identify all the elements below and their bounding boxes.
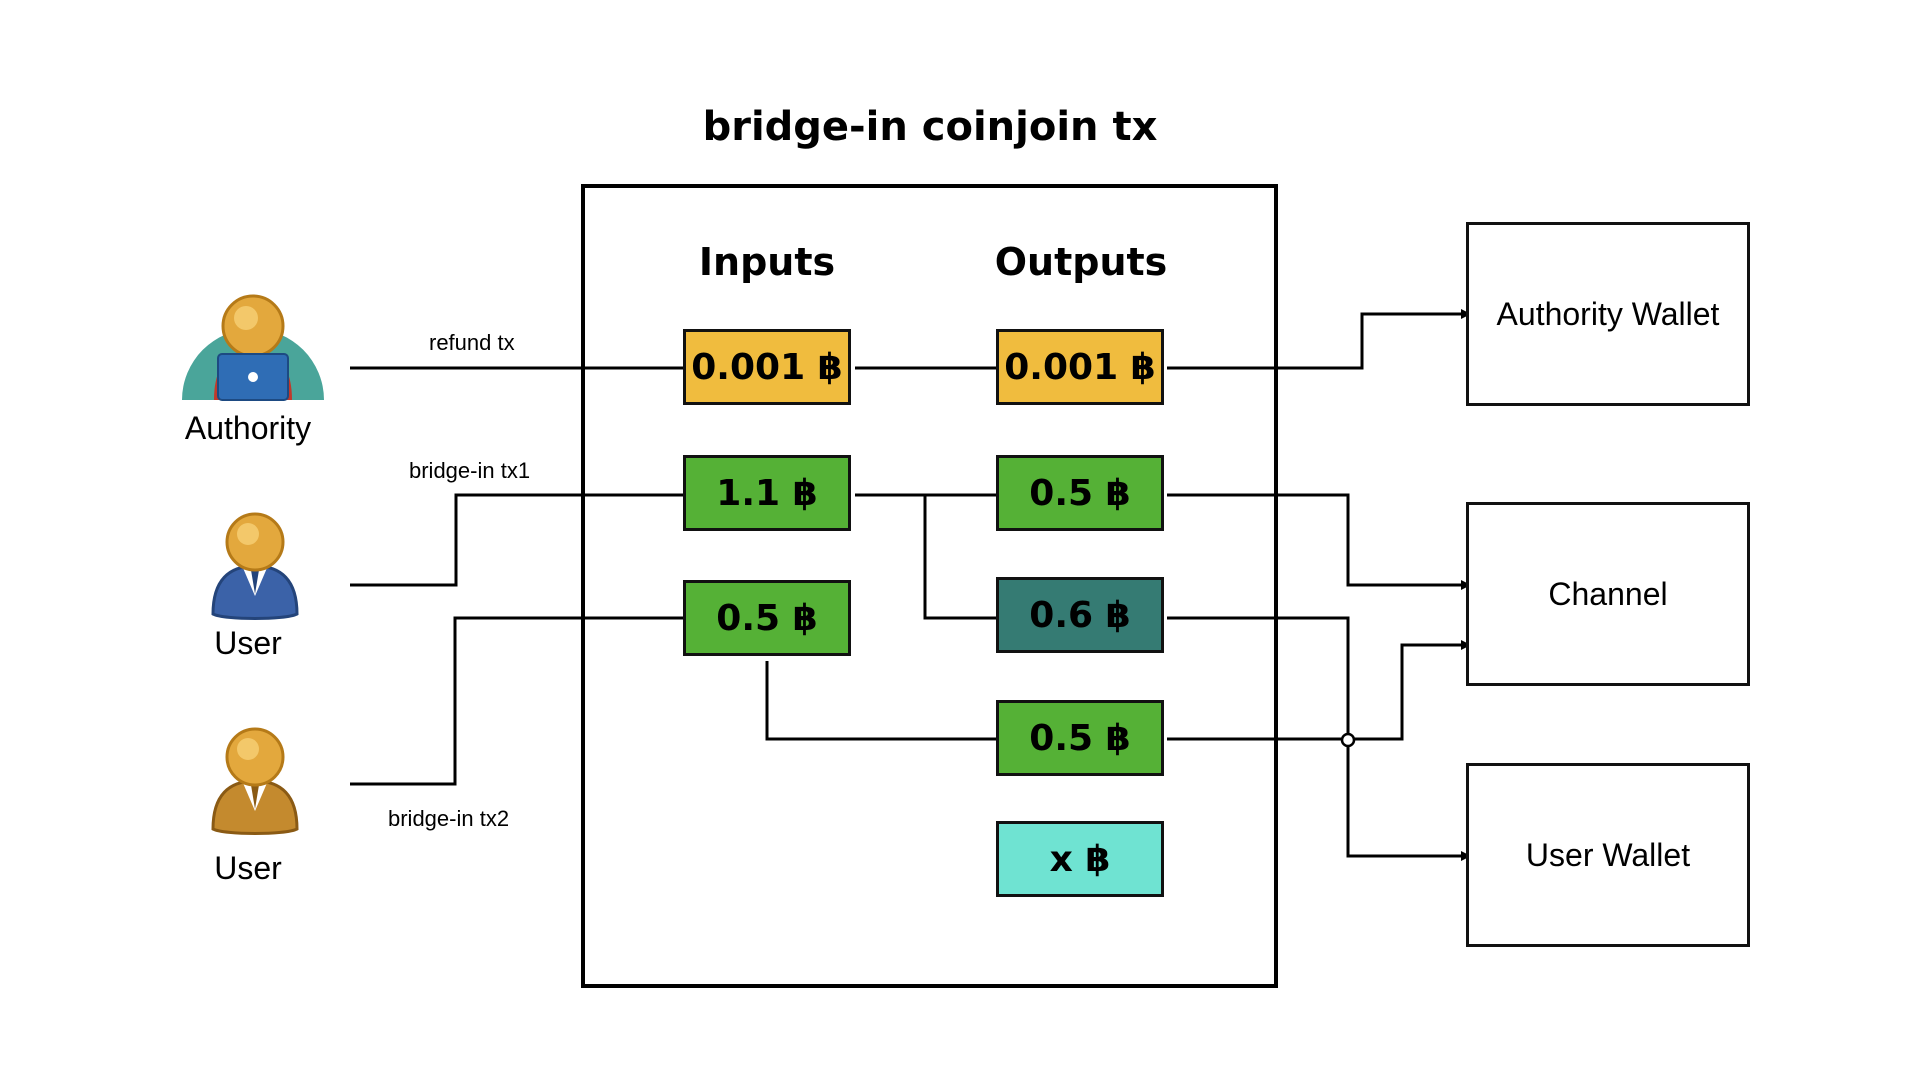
bitcoin-icon: ฿ — [792, 472, 818, 514]
wire-out06-userwallet-2 — [1346, 746, 1471, 861]
bridge-in-tx2-label: bridge-in tx2 — [388, 806, 510, 831]
channel-box: Channel — [1466, 502, 1750, 686]
bitcoin-icon: ฿ — [1105, 472, 1131, 514]
input-coin: 0.5 ฿ — [683, 580, 851, 656]
authority-wallet-box: Authority Wallet — [1466, 222, 1750, 406]
input-coin: 1.1 ฿ — [683, 455, 851, 531]
wire-refund-out — [1167, 309, 1471, 370]
wire-out05b-channel — [1167, 640, 1471, 741]
transaction-box — [581, 184, 1278, 988]
wire-bridge2-in — [350, 616, 685, 786]
wire-crossover — [1340, 732, 1356, 748]
authority-person-laptop-icon — [182, 294, 324, 401]
wire-out06-userwallet — [1167, 616, 1350, 734]
output-coin: 0.5 ฿ — [996, 455, 1164, 531]
output-coin: 0.5 ฿ — [996, 700, 1164, 776]
bitcoin-icon: ฿ — [1105, 717, 1131, 759]
bitcoin-icon: ฿ — [817, 346, 843, 388]
output-amount: 0.5 — [1029, 472, 1094, 514]
output-amount: 0.5 — [1029, 717, 1094, 759]
authority-label: Authority — [184, 410, 312, 446]
output-amount: x — [1049, 838, 1073, 880]
user-label: User — [214, 850, 282, 886]
wire-bridge1-in — [350, 493, 685, 587]
refund-tx-label: refund tx — [429, 330, 515, 355]
output-amount: 0.6 — [1029, 594, 1094, 636]
wire-split-06 — [923, 495, 997, 620]
wire-input05-out — [765, 661, 997, 741]
output-coin: x ฿ — [996, 821, 1164, 897]
inputs-header: Inputs — [698, 240, 836, 284]
user-wallet-box: User Wallet — [1466, 763, 1750, 947]
input-amount: 0.001 — [691, 346, 806, 388]
output-coin: 0.6 ฿ — [996, 577, 1164, 653]
user-label: User — [214, 625, 282, 661]
user-person-blue-icon — [211, 512, 299, 620]
diagram-title: bridge-in coinjoin tx — [702, 104, 1158, 150]
bitcoin-icon: ฿ — [1085, 838, 1111, 880]
outputs-header: Outputs — [994, 240, 1168, 284]
bridge-in-tx1-label: bridge-in tx1 — [409, 458, 531, 483]
bitcoin-icon: ฿ — [792, 597, 818, 639]
user-person-brown-icon — [211, 727, 299, 835]
input-coin: 0.001 ฿ — [683, 329, 851, 405]
bitcoin-icon: ฿ — [1105, 594, 1131, 636]
output-amount: 0.001 — [1004, 346, 1119, 388]
input-amount: 0.5 — [716, 597, 781, 639]
output-coin: 0.001 ฿ — [996, 329, 1164, 405]
bitcoin-icon: ฿ — [1130, 346, 1156, 388]
input-amount: 1.1 — [716, 472, 781, 514]
wire-out05-channel — [1167, 493, 1471, 590]
